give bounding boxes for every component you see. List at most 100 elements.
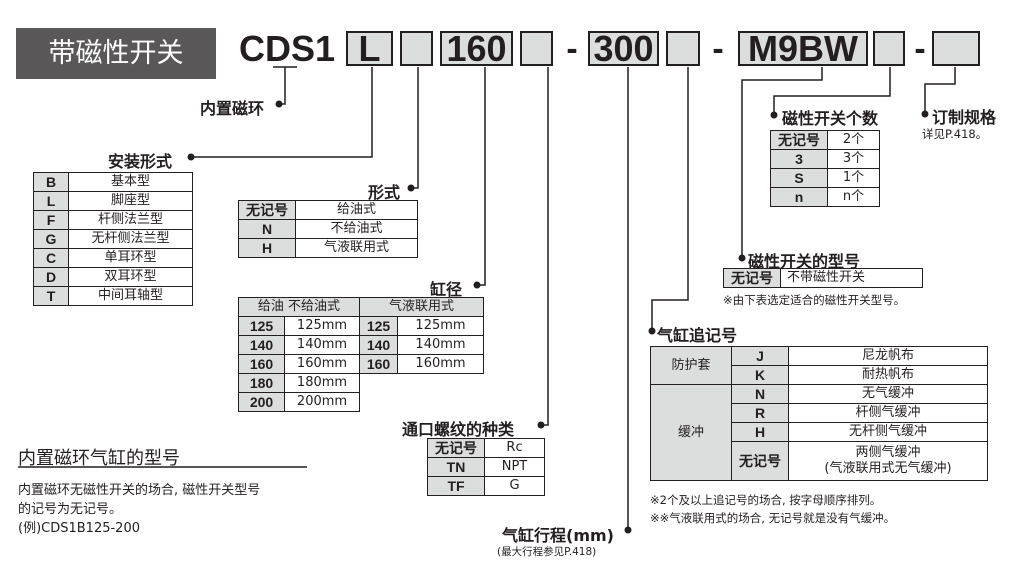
table-header: 给油 不给油式气液联用式: [238, 297, 484, 317]
table-cell: J: [731, 346, 789, 366]
table-cell: 无记号: [731, 441, 789, 481]
builtin-example: (例)CDS1B125-200: [18, 521, 140, 536]
code-type: [400, 31, 433, 66]
table-row: 无记号不带磁性开关: [723, 268, 923, 288]
label-switch-count: 磁性开关个数: [782, 109, 879, 128]
table-cell: G: [484, 476, 545, 496]
table-cell: 无记号: [723, 268, 781, 288]
table-cell: 无杆侧法兰型: [68, 229, 193, 249]
table-cell: 不带磁性开关: [780, 268, 923, 288]
table-cell: 180mm: [284, 373, 360, 393]
table-cell: 140mm: [284, 335, 360, 355]
table-row: 无记号两侧气缓冲(气液联用式无气缓冲): [651, 441, 988, 481]
table-cell: 单耳环型: [68, 248, 193, 268]
table-cell: 脚座型: [68, 191, 193, 211]
table-cell: D: [33, 267, 69, 287]
table-cell: 140: [359, 335, 398, 355]
dash: -: [914, 30, 926, 68]
table-cell: C: [33, 248, 69, 268]
suffix-note-1: ※2个及以上追记号的场合, 按字母顺序排列。: [650, 493, 882, 507]
table-cell: 2个: [827, 130, 880, 150]
table-cell: S: [770, 168, 828, 188]
table-cell: [360, 393, 398, 412]
table-cell: 不给油式: [295, 219, 418, 239]
table-cell: 缓冲: [650, 384, 732, 481]
table-cell: 180: [238, 373, 285, 393]
switch-model-note: ※由下表选定适合的磁性开关型号。: [723, 293, 906, 307]
table-cell: 125: [359, 316, 398, 336]
label-switch-model: 磁性开关的型号: [748, 252, 861, 271]
table-cell: H: [238, 238, 296, 258]
code-switch: M9BW: [738, 31, 868, 67]
table-cell: G: [33, 229, 69, 249]
model-prefix: CDS1: [238, 28, 336, 69]
table-cell: Rc: [484, 438, 545, 458]
table-cell: 双耳环型: [68, 267, 193, 287]
table-cell: 无记号: [770, 130, 828, 150]
table-cell: [398, 374, 484, 393]
suffix-note-2: ※※气液联用式的场合, 无记号就是没有气缓冲。: [650, 511, 896, 525]
table-cell: 125mm: [284, 316, 360, 336]
table-cell: [360, 374, 398, 393]
label-stroke: 气缸行程(mm): [502, 526, 614, 545]
table-cell: 无记号: [427, 438, 485, 458]
table-cell: 杆侧法兰型: [68, 210, 193, 230]
label-custom: 订制规格: [932, 108, 997, 127]
table-cell: TN: [427, 457, 485, 477]
table-cell: 尼龙帆布: [788, 346, 988, 366]
label-mounting: 安装形式: [108, 152, 173, 171]
table-cell: 防护套: [650, 346, 732, 385]
table-cell: 160mm: [397, 354, 484, 374]
table-cell: 气液联用式: [359, 297, 484, 317]
banner-title: 带磁性开关: [16, 28, 216, 79]
code-custom: [932, 31, 980, 66]
code-bore: 160: [440, 31, 513, 67]
label-magnet: 内置磁环: [200, 99, 265, 118]
table-cell: 1个: [827, 168, 880, 188]
table-cell: 给油 不给油式: [238, 297, 360, 317]
table-cell: N: [731, 384, 789, 404]
table-row: 无记号给油式: [238, 200, 418, 220]
table-cell: F: [33, 210, 69, 230]
table-cell: 140: [238, 335, 285, 355]
table-cell: 160: [359, 354, 398, 374]
stroke-note: (最大行程参见P.418): [497, 546, 597, 558]
dash: -: [712, 30, 724, 68]
builtin-title: 内置磁环气缸的型号: [18, 448, 180, 469]
table-cell: 气液联用式: [295, 238, 418, 258]
table-cell: 160mm: [284, 354, 360, 374]
table-cell: [398, 393, 484, 412]
table-cell: 3个: [827, 149, 880, 169]
table-cell: L: [33, 191, 69, 211]
label-bore: 缸径: [430, 280, 463, 299]
label-suffix: 气缸追记号: [657, 326, 738, 345]
table-cell: R: [731, 403, 789, 423]
table-cell: 125: [238, 316, 285, 336]
table-cell: n个: [827, 187, 880, 207]
table-cell: 200mm: [284, 392, 360, 412]
table-cell: 中间耳轴型: [68, 286, 193, 306]
table-cell: 无杆侧气缓冲: [788, 422, 988, 442]
